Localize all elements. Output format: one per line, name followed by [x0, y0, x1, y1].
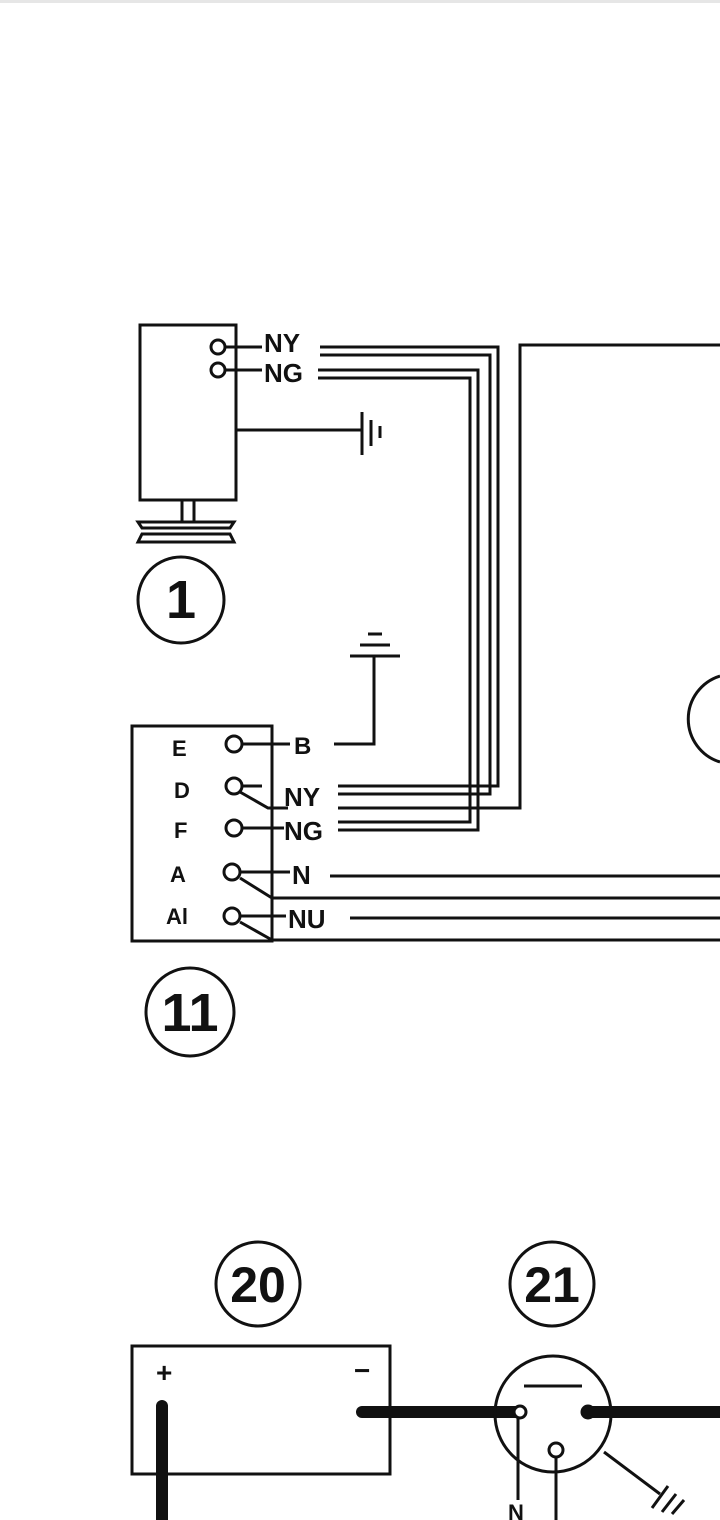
regulator-terminal-e [224, 734, 244, 754]
generator-component: 1 [135, 323, 382, 645]
battery-component: 20 + − [130, 1240, 526, 1520]
battery-positive-label: + [156, 1357, 172, 1388]
switch-number: 21 [524, 1257, 580, 1313]
wire-ng-route-inner [318, 376, 472, 824]
generator-pulley-bottom [135, 532, 237, 544]
regulator-earth-wire [334, 656, 376, 746]
regulator-component: E D F A Al 11 [130, 632, 400, 1058]
battery-negative-label: − [354, 1355, 370, 1386]
switch-component: 21 N [493, 1240, 720, 1520]
switch-wire-label-n: N [508, 1500, 524, 1520]
offscreen-component-circle [686, 674, 720, 764]
regulator-stub-a [239, 870, 290, 900]
regulator-terminal-a [222, 862, 242, 882]
generator-pulley-top [135, 520, 237, 530]
top-edge-bar [0, 0, 720, 3]
regulator-wire-label-b: B [294, 733, 311, 760]
regulator-terminal-label-d: D [174, 778, 190, 803]
regulator-stub-al [239, 914, 286, 942]
generator-terminal-ng [209, 361, 227, 379]
switch-earth-mark-3 [670, 1499, 686, 1515]
regulator-terminal-d [224, 776, 244, 796]
regulator-number: 11 [161, 983, 218, 1043]
battery-number: 20 [230, 1257, 286, 1313]
regulator-body [130, 724, 274, 943]
generator-terminal-ny [209, 338, 227, 356]
regulator-wire-label-ny: NY [284, 782, 320, 812]
generator-wire-label-ny: NY [264, 328, 300, 358]
regulator-terminal-al [222, 906, 242, 926]
switch-earth-lead [603, 1450, 661, 1496]
wire-harness [272, 343, 720, 942]
regulator-wire-label-nu: NU [288, 904, 326, 934]
wire-ng-route-outer [318, 368, 480, 832]
regulator-stub-d [239, 784, 288, 810]
switch-number-circle [508, 1240, 596, 1328]
wire-to-right-unit [338, 343, 720, 810]
regulator-terminal-label-a: A [170, 862, 186, 887]
generator-wire-label-ng: NG [264, 358, 303, 388]
regulator-terminal-label-al: Al [166, 904, 188, 929]
regulator-wire-label-ng: NG [284, 816, 323, 846]
regulator-number-circle [144, 966, 236, 1058]
battery-number-circle [214, 1240, 302, 1328]
regulator-terminal-label-f: F [174, 818, 187, 843]
regulator-wire-label-n: N [292, 860, 311, 890]
switch-earth-mark-2 [660, 1493, 678, 1513]
wire-ny-route-outer [320, 345, 500, 788]
regulator-terminal-label-e: E [172, 736, 187, 761]
wire-ny-route-inner [320, 353, 492, 796]
regulator-terminal-f [224, 818, 244, 838]
switch-terminal-bottom [547, 1441, 565, 1459]
generator-number: 1 [166, 570, 196, 630]
generator-body [138, 323, 238, 502]
switch-earth-mark-1 [650, 1485, 670, 1509]
switch-terminal-left [512, 1404, 528, 1420]
generator-number-circle [136, 555, 226, 645]
